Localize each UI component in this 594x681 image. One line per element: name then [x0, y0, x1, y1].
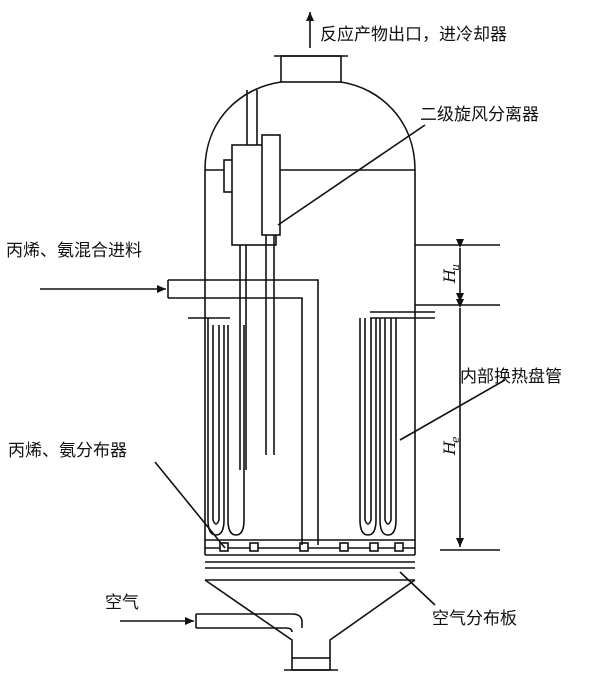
- svg-text:H: H: [440, 440, 459, 456]
- hu-dimension-label: H u: [440, 264, 462, 284]
- distributor-pipe: [205, 539, 415, 552]
- svg-text:u: u: [449, 264, 462, 271]
- right-heat-exchange-coil: [359, 311, 435, 536]
- he-dimension-label: H e: [440, 436, 462, 456]
- air-distribution-plate: [205, 561, 415, 569]
- outlet-label: 反应产物出口，进冷却器: [320, 25, 507, 45]
- svg-text:H: H: [440, 268, 459, 284]
- coil-label: 内部换热盘管: [460, 367, 562, 387]
- reactor-cone: [204, 554, 416, 671]
- cyclone-leader: [277, 124, 426, 226]
- distributor-leader: [154, 461, 226, 549]
- svg-text:e: e: [449, 436, 462, 443]
- distributor-label: 丙烯、氨分布器: [8, 441, 127, 461]
- coil-leader: [399, 379, 506, 441]
- dimension-lines: [415, 239, 500, 551]
- cyclone-label: 二级旋风分离器: [420, 105, 539, 125]
- air-inlet-pipe: [120, 613, 303, 633]
- air-label: 空气: [105, 593, 139, 613]
- feed-inlet-pipe: [40, 279, 319, 545]
- air-plate-label: 空气分布板: [432, 609, 517, 629]
- air-plate-leader: [399, 571, 436, 606]
- cyclone-separator: [223, 90, 281, 470]
- outlet-nozzle: [274, 12, 348, 83]
- left-heat-exchange-coil: [188, 317, 245, 536]
- feed-label: 丙烯、氨混合进料: [6, 241, 142, 261]
